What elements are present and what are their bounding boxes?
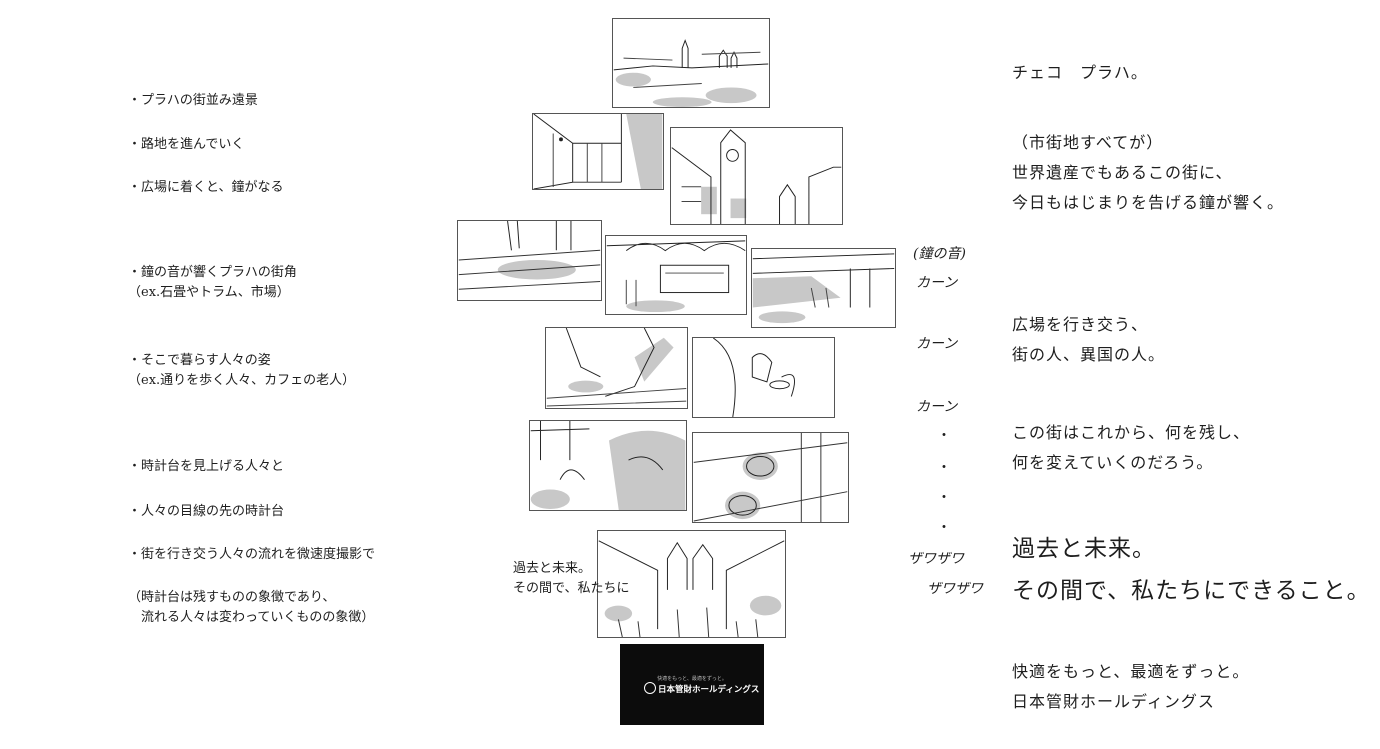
sfx-dot-4: ・	[937, 520, 951, 536]
panel-alley	[532, 113, 664, 190]
cafe-sketch	[713, 338, 795, 417]
panel-square	[670, 127, 843, 225]
narration-line-4: この街はこれから、何を残し、 何を変えていくのだろう。	[1012, 423, 1251, 472]
note-street-corner: ・鐘の音が響くプラハの街角 （ex.石畳やトラム、市場）	[128, 265, 297, 300]
cobblestone-sketch	[458, 221, 601, 290]
sfx-zawa-2: ザワザワ	[927, 581, 983, 597]
narration-line-2: （市街地すべてが） 世界遺産でもあるこの街に、 今日もはじまりを告げる鐘が響く。	[1012, 133, 1285, 212]
sfx-dot-1: ・	[937, 428, 951, 444]
logo-end-card: 快適をもっと、最適をずっと。 日本管財ホールディングス	[620, 644, 764, 725]
panel-tram	[605, 235, 747, 315]
look-up-sketch	[530, 421, 686, 510]
timelapse-sketch	[598, 540, 785, 637]
note-timelapse: ・街を行き交う人々の流れを微速度撮影で	[128, 547, 376, 562]
logo-company-name: 日本管財ホールディングス	[658, 685, 760, 695]
panel-clock	[692, 432, 849, 523]
note-prague-skyline: ・プラハの街並み遠景	[128, 93, 258, 108]
sfx-kaan-1: カーン	[916, 275, 958, 291]
panel-cafe	[692, 337, 835, 418]
panel-skyline	[612, 18, 770, 108]
company-logo-icon	[644, 682, 656, 694]
sfx-kaan-3: カーン	[916, 399, 958, 415]
narration-line-1: チェコ プラハ。	[1012, 63, 1148, 82]
sfx-dot-3: ・	[937, 490, 951, 506]
square-sketch	[671, 129, 842, 224]
walking-sketch	[546, 328, 687, 407]
narration-line-3: 広場を行き交う、 街の人、異国の人。	[1012, 315, 1166, 364]
note-square-bell: ・広場に着くと、鐘がなる	[128, 180, 284, 195]
sfx-bell-label: (鐘の音)	[913, 246, 966, 262]
narration-line-5: 過去と未来。 その間で、私たちにできること。	[1012, 536, 1371, 604]
note-symbolism: （時計台は残すものの象徴であり、 流れる人々は変わっていくものの象徴）	[128, 590, 375, 625]
note-people: ・そこで暮らす人々の姿 （ex.通りを歩く人々、カフェの老人）	[128, 353, 356, 388]
clock-sketch	[693, 433, 848, 522]
panel-look-up	[529, 420, 687, 511]
panel-cobblestone	[457, 220, 602, 301]
sfx-kaan-2: カーン	[916, 336, 958, 352]
tram-sketch	[606, 240, 746, 313]
note-clock-tower: ・人々の目線の先の時計台	[128, 504, 285, 519]
panel-walking	[545, 327, 688, 409]
logo-tagline: 快適をもっと、最適をずっと。	[657, 676, 727, 682]
panel-market	[751, 248, 896, 328]
panel-timelapse	[597, 530, 786, 638]
alley-sketch	[533, 114, 663, 189]
note-look-up: ・時計台を見上げる人々と	[128, 459, 285, 474]
sfx-dot-2: ・	[937, 460, 951, 476]
narration-line-6: 快適をもっと、最適をずっと。 日本管財ホールディングス	[1012, 662, 1250, 711]
note-alley: ・路地を進んでいく	[128, 137, 245, 152]
panel-overlay-text: 過去と未来。 その間で、私たちに	[513, 561, 630, 596]
skyline-sketch	[613, 39, 769, 107]
market-sketch	[752, 253, 895, 324]
sfx-zawa-1: ザワザワ	[908, 551, 964, 567]
